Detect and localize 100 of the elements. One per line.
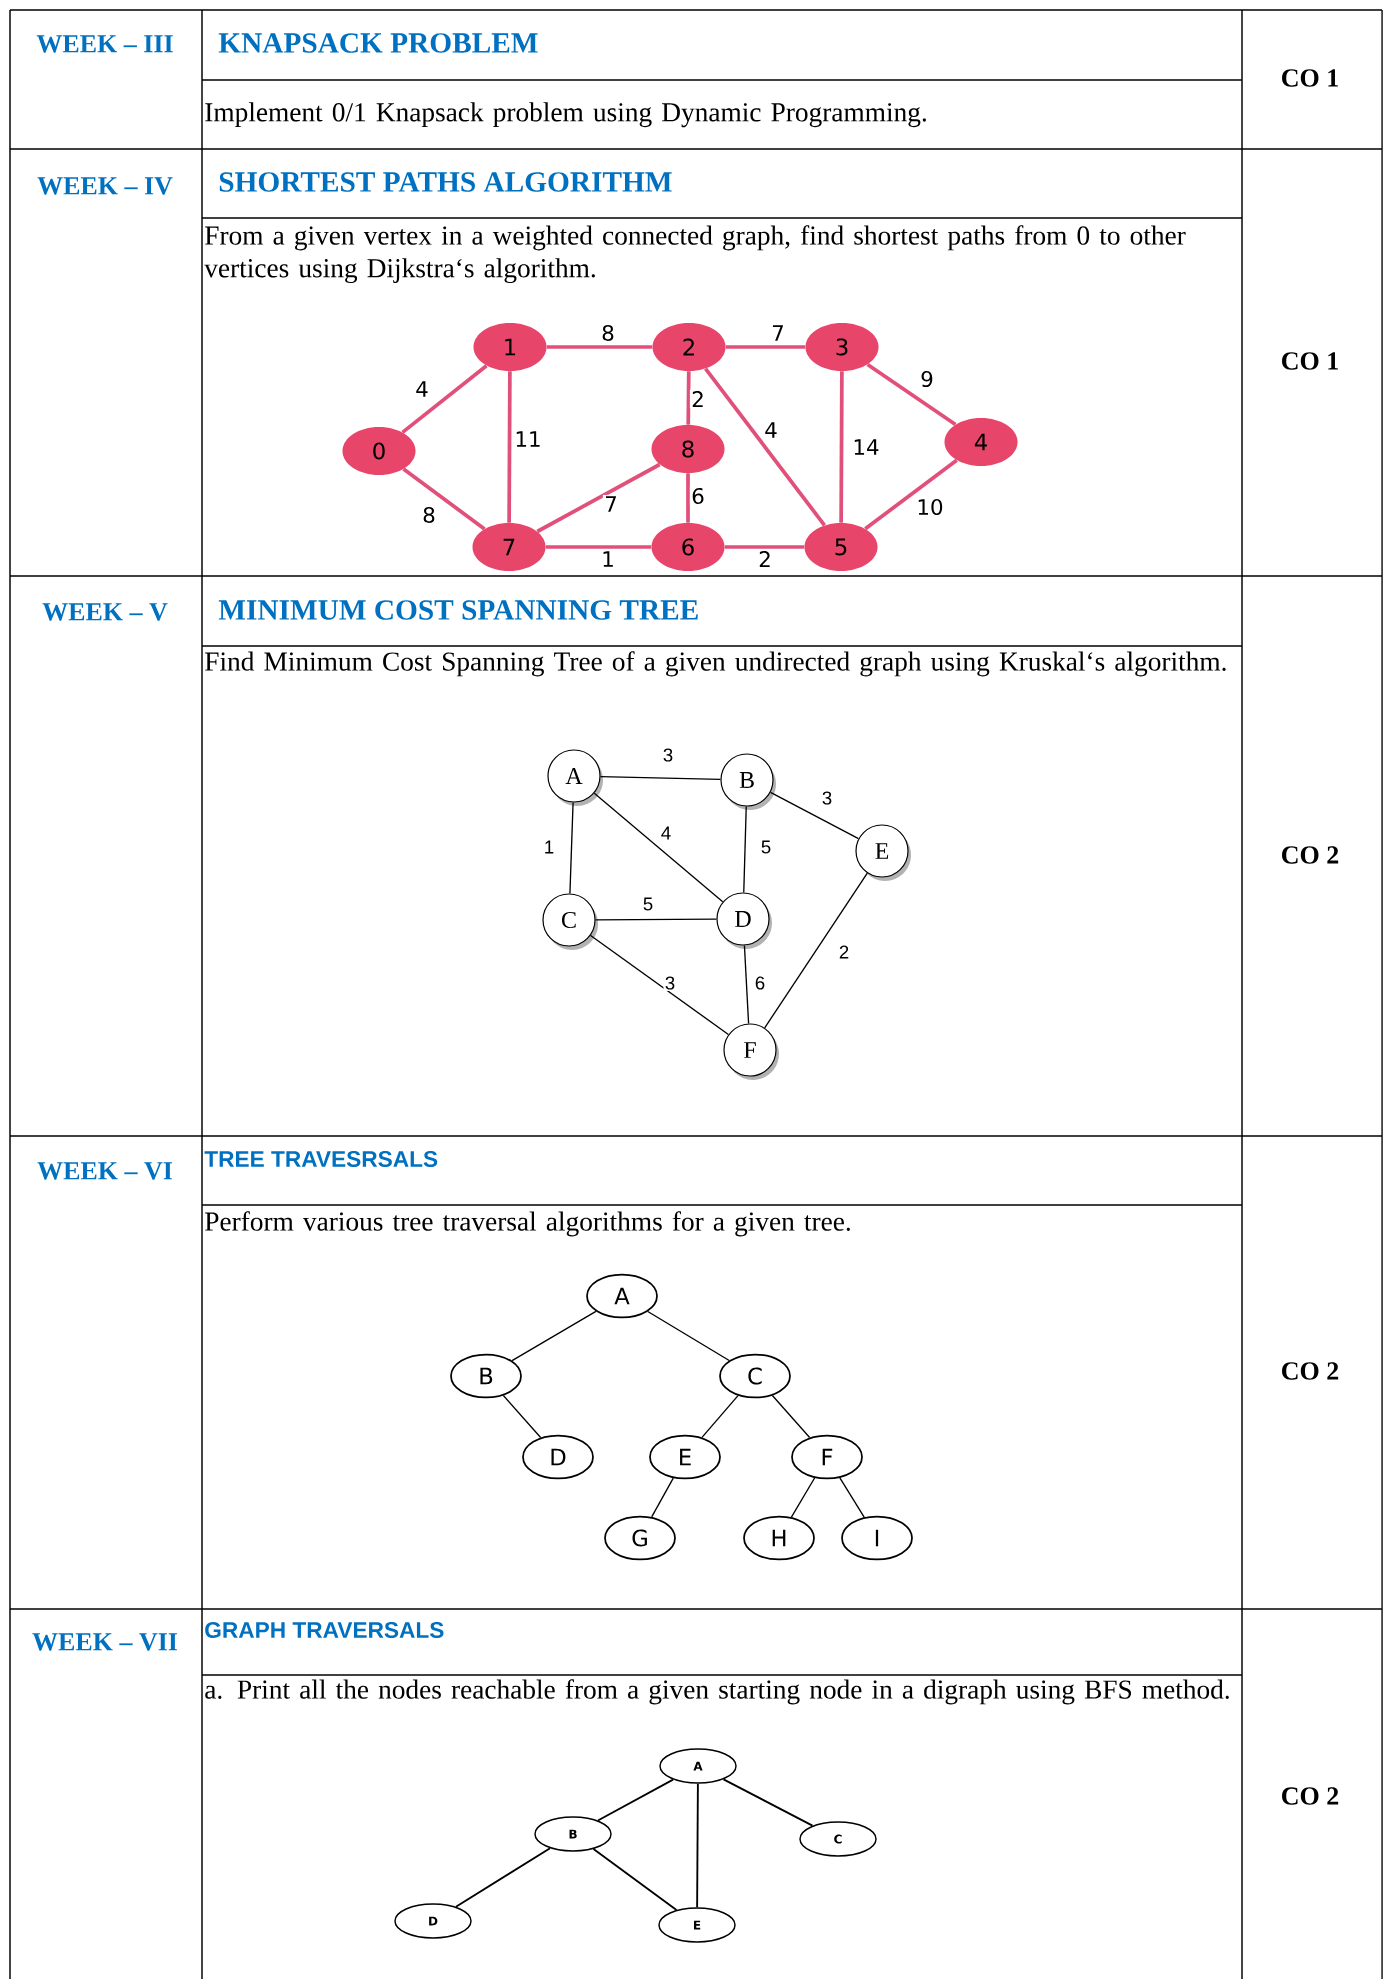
tree-node: A (586, 1273, 658, 1319)
graph-edge (771, 1394, 811, 1439)
edge-label: 2 (837, 944, 851, 960)
graph-edge (546, 345, 653, 349)
edge-label: 3 (663, 975, 677, 991)
graph-edge (593, 792, 724, 903)
graph-edge (743, 805, 747, 894)
description-text: From a given vertex in a weighted connected graph, find shortest paths from 0 to other vertices using Dijkstra‘s algorithm. (204, 225, 1186, 284)
graph-vertex: 3 (805, 323, 879, 371)
graph-edge (569, 801, 574, 895)
course-outcome-label: CO 2 (1282, 1787, 1339, 1805)
graph-edge (402, 467, 486, 531)
graph-edge (594, 918, 718, 921)
edge-label: 14 (851, 437, 881, 457)
graph-edge (743, 944, 750, 1025)
week-label: WEEK – VII (32, 1633, 178, 1651)
edge-label: 11 (513, 429, 543, 449)
graph-edge (864, 458, 958, 531)
description-text: Implement 0/1 Knapsack problem using Dynamic Programming. (205, 102, 926, 128)
graph-vertex: D (716, 892, 772, 949)
graph-edge (507, 371, 512, 523)
graph-edge (696, 1782, 699, 1909)
edge-label: 5 (759, 839, 773, 855)
graph-edge (839, 371, 844, 523)
graph-edge (511, 1310, 597, 1362)
edge-label: 3 (661, 747, 675, 763)
week-label: WEEK – IV (37, 177, 173, 195)
section-heading: TREE TRAVESRSALS (204, 1151, 438, 1168)
course-outcome-label: CO 2 (1282, 846, 1339, 864)
graph-vertex: E (658, 1907, 736, 1943)
tree-node: H (743, 1515, 815, 1561)
graph-edge (651, 1477, 674, 1518)
description-text: a. Print all the nodes reachable from a given starting node in a digraph using BFS method. (205, 1679, 1229, 1705)
tree-node: B (450, 1353, 522, 1399)
graph-vertex: 5 (804, 523, 878, 571)
graph-vertex: B (720, 753, 776, 810)
edge-label: 7 (602, 494, 620, 514)
graph-vertex: 4 (944, 418, 1018, 466)
tree-node: F (791, 1434, 863, 1480)
course-outcome-label: CO 1 (1282, 69, 1338, 87)
edge-label: 4 (413, 379, 431, 399)
graph-edge (725, 345, 806, 349)
graph-vertex: 1 (473, 323, 547, 371)
tree-node: C (719, 1353, 791, 1399)
edge-label: 6 (753, 975, 767, 991)
graph-edge (724, 545, 805, 549)
graph-edge (502, 1394, 542, 1439)
section-heading: KNAPSACK PROBLEM (218, 33, 538, 53)
graph-edge (769, 791, 860, 840)
edge-label: 8 (420, 505, 438, 525)
graph-edge (686, 473, 690, 523)
graph-edge (536, 462, 661, 534)
tree-node: D (522, 1434, 594, 1480)
week-label: WEEK – III (36, 35, 173, 53)
course-outcome-label: CO 1 (1282, 352, 1338, 370)
graph-vertex: A (659, 1748, 737, 1784)
graph-edge (647, 1310, 730, 1362)
graph-edge (764, 872, 868, 1029)
graph-vertex: D (394, 1903, 472, 1939)
graph-edge (701, 1395, 739, 1438)
graph-vertex: 7 (472, 523, 546, 571)
graph-vertex: A (547, 749, 603, 806)
section-heading: SHORTEST PATHS ALGORITHM (219, 172, 672, 192)
edge-label: 7 (769, 323, 787, 343)
description-text: Find Minimum Cost Spanning Tree of a given undirected graph using Kruskal‘s algorithm. (205, 651, 1226, 677)
edge-label: 1 (599, 549, 617, 569)
edge-label: 9 (918, 369, 936, 389)
edge-label: 2 (756, 549, 774, 569)
description-text: Perform various tree traversal algorithms for a given tree. (205, 1211, 850, 1237)
graph-vertex: B (534, 1816, 612, 1852)
edge-label: 4 (659, 825, 673, 841)
graph-edge (866, 362, 957, 427)
week-label: WEEK – VI (37, 1162, 173, 1180)
graph-edge (704, 367, 826, 527)
graph-edge (722, 1778, 814, 1827)
graph-vertex: 2 (652, 323, 726, 371)
graph-vertex: C (799, 1821, 877, 1857)
graph-vertex: 0 (342, 427, 416, 475)
course-outcome-label: CO 2 (1282, 1362, 1339, 1380)
edge-label: 1 (542, 839, 556, 855)
graph-edge (790, 1477, 816, 1518)
edge-label: 5 (641, 896, 655, 912)
section-heading: GRAPH TRAVERSALS (205, 1622, 444, 1639)
week-label: WEEK – V (42, 603, 168, 621)
graph-vertex: 8 (651, 425, 725, 473)
graph-edge (401, 364, 488, 434)
graph-edge (839, 1477, 865, 1518)
edge-label: 8 (599, 323, 617, 343)
graph-edge (592, 1848, 678, 1911)
tree-node: I (841, 1515, 913, 1561)
edge-label: 10 (915, 497, 945, 517)
graph-edge (597, 1778, 674, 1822)
graph-edge (589, 934, 730, 1036)
edge-label: 3 (820, 790, 834, 806)
graph-vertex: 6 (651, 523, 725, 571)
graph-edge (545, 545, 652, 549)
section-heading: MINIMUM COST SPANNING TREE (218, 600, 698, 620)
graph-edge (455, 1847, 551, 1908)
graph-vertex: E (855, 824, 911, 881)
tree-node: G (604, 1515, 676, 1561)
